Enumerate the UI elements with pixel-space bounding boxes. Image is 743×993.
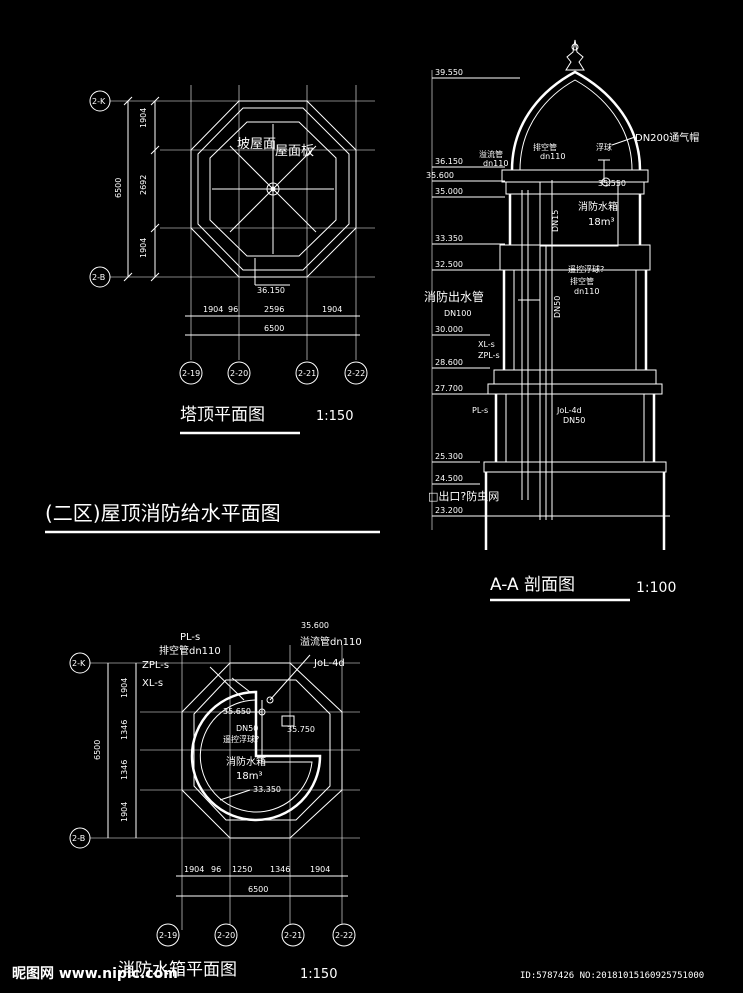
label-roof: 屋面板 [275, 144, 314, 159]
elev-28600: 28.600 [435, 358, 463, 367]
dim-h-2: 96 [228, 305, 238, 314]
elev-30000: 30.000 [435, 325, 463, 334]
lbl-tank: 消防水箱 [578, 200, 618, 213]
elev-33350: 33.350 [435, 234, 463, 243]
elev-25300: 25.300 [435, 452, 463, 461]
tank-lbl-dn50: DN50 [236, 724, 258, 733]
tank-axis-2k: 2-K [72, 659, 86, 668]
watermark-left: 昵图网 www.nipic.com [12, 966, 178, 982]
section-aa: 39.550 36.150 35.600 35.000 33.350 32.50… [424, 39, 699, 602]
tank-dim-v-1: 1904 [120, 678, 129, 698]
plan-top-scale: 1:150 [316, 409, 353, 424]
lbl-elev-inner: 35.550 [598, 179, 626, 188]
tank-plan-scale: 1:150 [300, 967, 337, 982]
lbl-zpl: ZPL-s [478, 351, 500, 360]
dim-v-1: 1904 [139, 108, 148, 128]
dim-v-2: 2692 [139, 175, 148, 195]
lbl-jol: JoL-4d [556, 406, 582, 415]
axis-2-19: 2-19 [182, 369, 200, 378]
axis-2-20: 2-20 [230, 369, 248, 378]
elev-35600: 35.600 [426, 171, 454, 180]
lbl-dn50: DN50 [563, 416, 585, 425]
label-slope: 坡屋面 [237, 137, 276, 152]
section-title: A-A 剖面图 [490, 575, 575, 595]
lbl-dn110-b: dn110 [540, 152, 565, 161]
lbl-remote-float: 遥控浮球? [568, 264, 604, 274]
plan-top-title: 塔顶平面图 [180, 405, 265, 425]
tank-lbl-elev1: 35.600 [301, 621, 329, 630]
tank-plan: PL-s 排空管dn110 ZPL-s XL-s 35.600 溢流管dn110… [69, 621, 362, 982]
elev-27700: 27.700 [435, 384, 463, 393]
elev-36150: 36.150 [435, 157, 463, 166]
lbl-float: 浮球 [596, 142, 612, 152]
top-plan: 坡屋面 屋面板 36.150 1904 2692 1904 6500 2-K 2… [89, 85, 375, 435]
lbl-dn50-v: DN50 [553, 296, 562, 318]
tank-axis-2-19: 2-19 [159, 931, 177, 940]
axis-2-22: 2-22 [347, 369, 365, 378]
tank-dim-h-5: 1904 [310, 865, 330, 874]
tank-dim-h-3: 1250 [232, 865, 252, 874]
tank-dim-v-3: 1346 [120, 760, 129, 780]
tank-lbl-remote: 遥控浮球? [223, 734, 259, 744]
tank-axis-2-22: 2-22 [335, 931, 353, 940]
tank-axis-2-20: 2-20 [217, 931, 235, 940]
tank-dim-h-total: 6500 [248, 885, 268, 894]
tank-lbl-elev2: 35.650 [223, 707, 251, 716]
tank-axis-2-21: 2-21 [284, 931, 302, 940]
lbl-dn15: DN15 [551, 210, 560, 232]
elev-35000: 35.000 [435, 187, 463, 196]
section-scale: 1:100 [636, 580, 676, 596]
lbl-overflow: 溢流管 [479, 149, 503, 159]
tank-axis-2b: 2-B [72, 834, 85, 843]
tank-dim-v-total: 6500 [93, 740, 102, 760]
tank-dim-h-1: 1904 [184, 865, 204, 874]
main-title: (二区)屋顶消防给水平面图 [45, 501, 281, 525]
lbl-pl: PL-s [472, 406, 488, 415]
elev-39550: 39.550 [435, 68, 463, 77]
tank-lbl-overflow: 溢流管dn110 [300, 635, 362, 648]
tank-lbl-pl: PL-s [180, 632, 200, 643]
watermark-right: ID:5787426 NO:20181015160925751000 [520, 971, 704, 981]
tank-dim-v-4: 1904 [120, 802, 129, 822]
tank-dim-h-4: 1346 [270, 865, 290, 874]
tank-lbl-zpl: ZPL-s [142, 660, 169, 671]
tank-lbl-xl: XL-s [142, 678, 163, 689]
dim-h-1: 1904 [203, 305, 223, 314]
lbl-tank-vol: 18m³ [588, 217, 614, 228]
lbl-vent2: 排空管 [570, 276, 594, 286]
dim-v-total: 6500 [114, 178, 123, 198]
lbl-vent: 排空管 [533, 142, 557, 152]
tank-lbl-elev3: 35.750 [287, 725, 315, 734]
tank-lbl-jol: JoL-4d [313, 658, 345, 669]
lbl-outlet: □出口?防虫网 [428, 489, 499, 503]
dim-h-3: 2596 [264, 305, 284, 314]
elev-24500: 24.500 [435, 474, 463, 483]
lbl-dn100: DN100 [444, 309, 471, 318]
axis-2b: 2-B [92, 273, 105, 282]
dim-h-4: 1904 [322, 305, 342, 314]
lbl-fire-out: 消防出水管 [424, 289, 484, 304]
tank-lbl-elev4: 33.350 [253, 785, 281, 794]
lbl-dn200: DN200通气帽 [635, 131, 699, 144]
axis-2k: 2-K [92, 97, 106, 106]
elev-32500: 32.500 [435, 260, 463, 269]
tank-dim-h-2: 96 [211, 865, 221, 874]
dim-v-3: 1904 [139, 238, 148, 258]
tank-lbl-vent: 排空管dn110 [159, 644, 221, 657]
dim-h-total: 6500 [264, 324, 284, 333]
tank-dim-v-2: 1346 [120, 720, 129, 740]
lbl-dn110-c: dn110 [574, 287, 599, 296]
lbl-dn110-a: dn110 [483, 159, 508, 168]
elev-23200: 23.200 [435, 506, 463, 515]
tank-plan-title: 消防水箱平面图 [118, 960, 237, 980]
tank-lbl-vol: 18m³ [236, 771, 262, 782]
lbl-xl: XL-s [478, 340, 495, 349]
axis-2-21: 2-21 [298, 369, 316, 378]
elev-top: 36.150 [257, 286, 285, 295]
tank-lbl-tank: 消防水箱 [226, 755, 266, 768]
